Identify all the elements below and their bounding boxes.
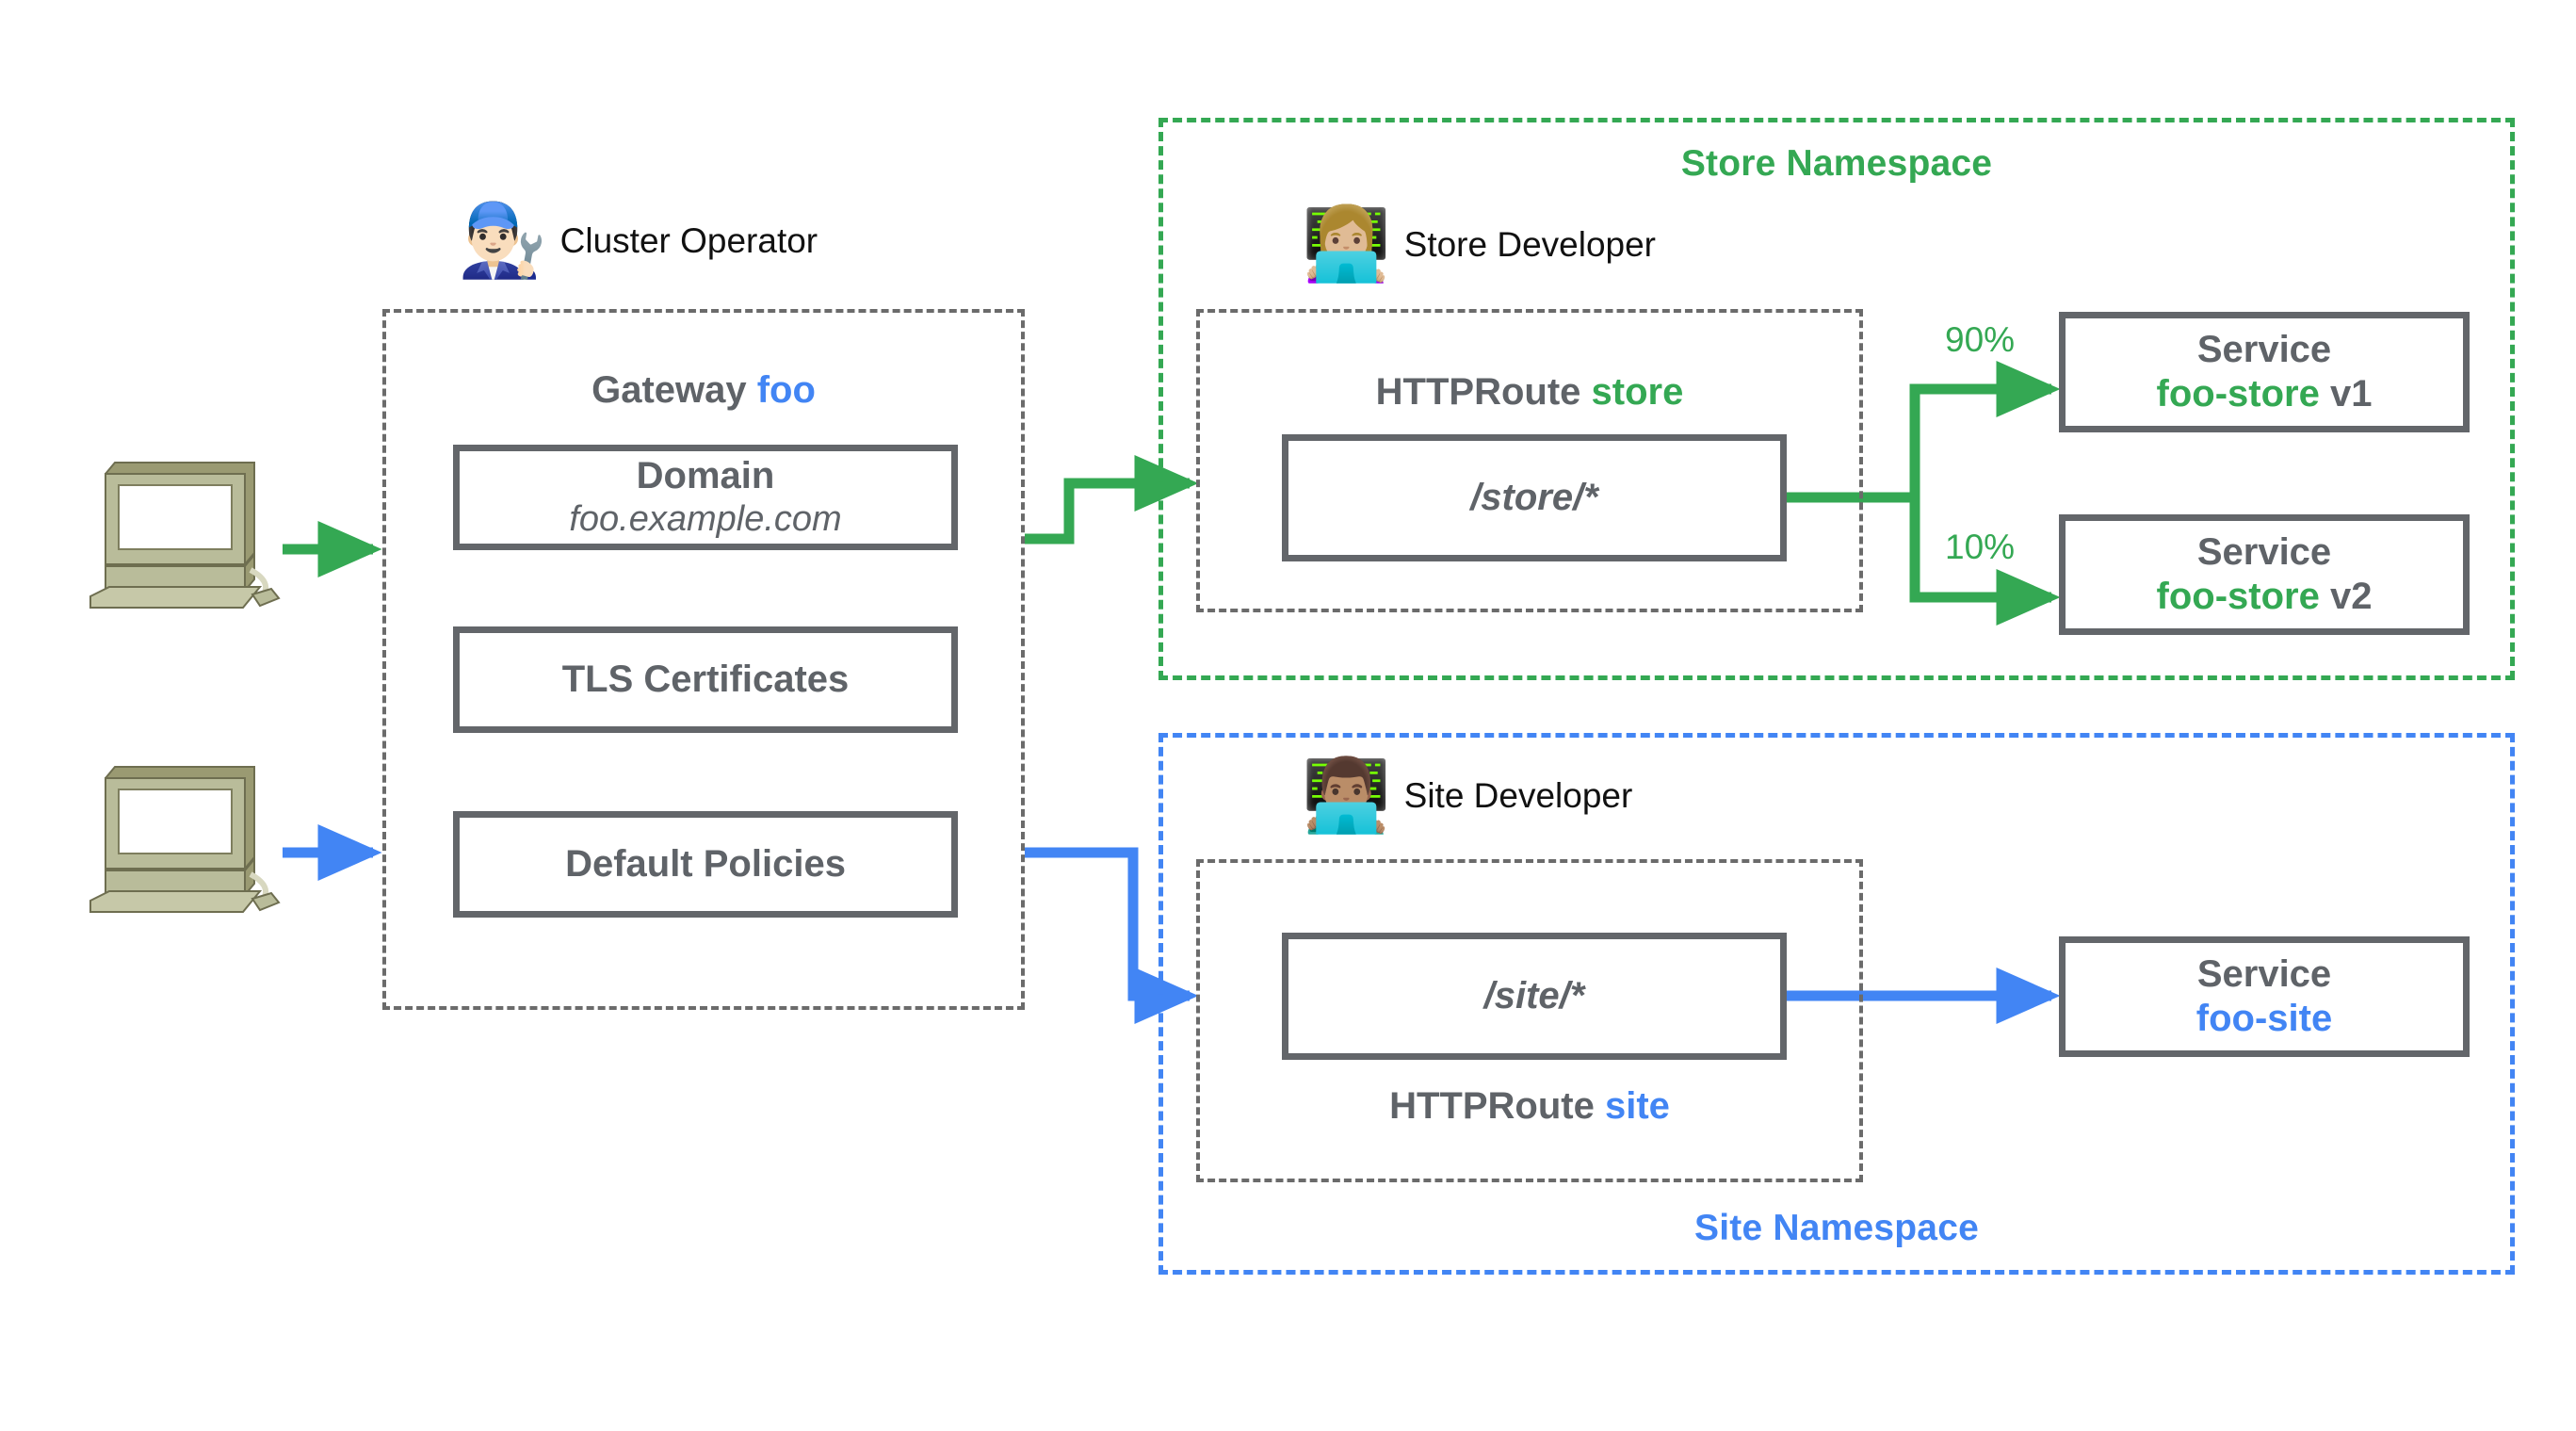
man-technologist-avatar-icon: 👨🏽‍💻	[1302, 756, 1391, 836]
persona-site-developer: 👨🏽‍💻 Site Developer	[1302, 760, 1632, 832]
gateway-title: Gateway foo	[382, 369, 1025, 412]
service-foo-store-v1[interactable]: Service foo-store v1	[2059, 312, 2470, 432]
client-computer-top[interactable]	[77, 457, 281, 631]
service-foo-store-v1-name: foo-store	[2156, 373, 2320, 415]
gateway-item-domain-value: foo.example.com	[569, 499, 842, 540]
mechanic-avatar-icon: 👨🏻‍🔧	[458, 201, 547, 281]
service-foo-store-v2[interactable]: Service foo-store v2	[2059, 514, 2470, 635]
namespace-site: Site Namespace	[1158, 733, 2515, 1275]
httproute-store-group-box	[1196, 309, 1863, 612]
httproute-store-caption-name: store	[1591, 371, 1684, 413]
gateway-item-domain-title: Domain	[636, 454, 775, 496]
service-foo-store-v1-version: v1	[2319, 373, 2373, 415]
desktop-computer-icon	[89, 462, 281, 609]
persona-store-developer: 👩🏼‍💻 Store Developer	[1302, 209, 1656, 281]
httproute-store-caption: HTTPRoute store	[1196, 371, 1863, 414]
gateway-item-tls-certificates[interactable]: TLS Certificates	[453, 626, 958, 733]
persona-store-developer-label: Store Developer	[1403, 225, 1657, 264]
service-foo-store-v1-name-row: foo-store v1	[2157, 372, 2373, 416]
persona-cluster-operator: 👨🏻‍🔧 Cluster Operator	[458, 205, 818, 277]
weight-label-store-v2: 10%	[1945, 528, 2016, 566]
persona-site-developer-label: Site Developer	[1403, 776, 1633, 815]
httproute-store-caption-prefix: HTTPRoute	[1375, 371, 1592, 413]
gateway-item-default-policies-title: Default Policies	[565, 842, 846, 885]
service-foo-store-v2-version: v2	[2319, 576, 2373, 617]
woman-technologist-avatar-icon: 👩🏼‍💻	[1302, 204, 1391, 285]
httproute-site-match-box[interactable]: /site/*	[1282, 933, 1787, 1060]
gateway-item-default-policies[interactable]: Default Policies	[453, 811, 958, 918]
service-foo-site-name: foo-site	[2195, 998, 2333, 1039]
service-foo-store-v1-title: Service	[2196, 328, 2332, 370]
httproute-store-match-box[interactable]: /store/*	[1282, 434, 1787, 561]
service-foo-store-v2-name-row: foo-store v2	[2157, 575, 2373, 619]
gateway-item-tls-certificates-title: TLS Certificates	[561, 658, 850, 700]
httproute-site-group-box	[1196, 859, 1863, 1182]
httproute-site-caption-name: site	[1604, 1085, 1670, 1127]
service-foo-site-title: Service	[2196, 952, 2332, 995]
httproute-site-caption-prefix: HTTPRoute	[1389, 1085, 1605, 1127]
namespace-store: Store Namespace	[1158, 118, 2515, 680]
httproute-site-caption: HTTPRoute site	[1196, 1085, 1863, 1128]
service-foo-store-v2-title: Service	[2196, 530, 2332, 573]
service-foo-site-name-row: foo-site	[2196, 997, 2332, 1041]
gateway-group-box	[382, 309, 1025, 1010]
namespace-store-title: Store Namespace	[1680, 143, 1993, 184]
service-foo-site[interactable]: Service foo-site	[2059, 936, 2470, 1057]
desktop-computer-icon	[89, 766, 281, 913]
gateway-title-name: foo	[756, 369, 816, 411]
httproute-site-match-value: /site/*	[1483, 974, 1585, 1016]
client-computer-bottom[interactable]	[77, 761, 281, 935]
gateway-title-prefix: Gateway	[591, 369, 757, 411]
namespace-site-title: Site Namespace	[1694, 1208, 1979, 1248]
service-foo-store-v2-name: foo-store	[2156, 576, 2320, 617]
gateway-item-domain[interactable]: Domain foo.example.com	[453, 445, 958, 550]
persona-cluster-operator-label: Cluster Operator	[559, 221, 818, 260]
httproute-store-match-value: /store/*	[1470, 476, 1598, 518]
weight-label-store-v1: 90%	[1945, 320, 2016, 359]
